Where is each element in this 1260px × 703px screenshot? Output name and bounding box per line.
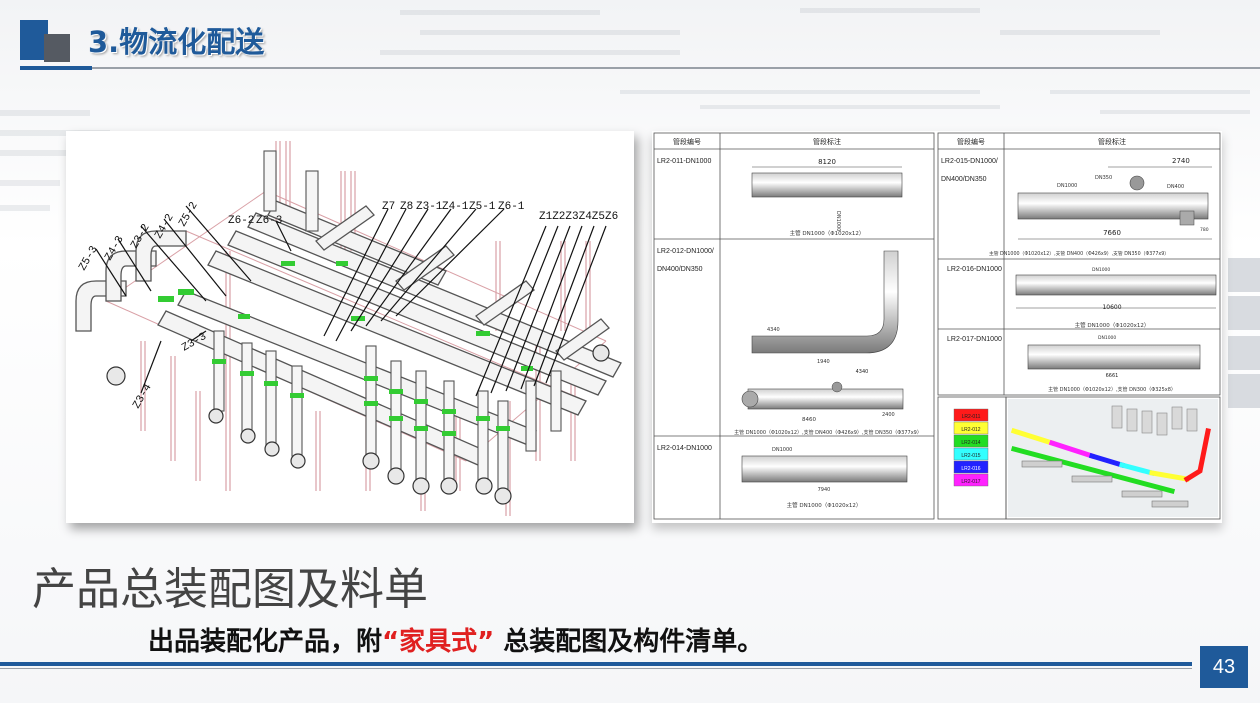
header-accent-block-grey	[44, 34, 70, 62]
subtitle-highlight: “家具式”	[382, 627, 495, 657]
row-code: LR2-012-DN1000/	[657, 248, 714, 255]
pipe-segment-table: 管段编号 管段标注 管段编号 管段标注 LR2-011-DN1000 LR2-0…	[652, 131, 1222, 523]
label-z4-1: Z4-1	[442, 201, 469, 213]
row-code: LR2-015-DN1000/	[941, 158, 998, 165]
dim-label: 2740	[1172, 157, 1190, 165]
row-note: 主管 DN1000（Φ1020x12）	[787, 501, 862, 509]
dim-label: 2400	[882, 412, 895, 418]
dim-label: 7940	[818, 487, 831, 493]
subtitle: 出品装配化产品，附“家具式” 总装配图及构件清单。	[148, 622, 763, 662]
legend-label: LR2-015	[961, 453, 980, 459]
label-z6-2: Z6-2	[228, 215, 254, 227]
dim-label: 10600	[1102, 304, 1121, 311]
world-map-texture	[0, 8, 1250, 211]
page-title: 3.物流化配送	[88, 25, 265, 59]
row-code: DN400/DN350	[941, 176, 987, 183]
row-note: 主管 DN1000（Φ1020x12）	[1075, 321, 1150, 329]
header-rule	[92, 67, 1260, 69]
subtitle-part2: 总装配图及构件清单。	[494, 627, 764, 657]
table-header-code-2: 管段编号	[957, 137, 985, 146]
dim-label: 6661	[1106, 373, 1119, 379]
row-note: 主管 DN1000（Φ1020x12）,支管 DN300（Φ325x8）	[1048, 386, 1176, 393]
tag-label: DN1000	[1092, 267, 1110, 273]
figure-caption: 产品总装配图及料单	[32, 564, 428, 615]
footer-rule	[0, 668, 1192, 669]
row-code: LR2-016-DN1000	[947, 266, 1002, 273]
tag-label: DN1000	[1098, 335, 1116, 341]
side-label: DN1000	[835, 211, 841, 231]
side-tab	[1228, 374, 1260, 408]
legend-label: LR2-014	[961, 440, 980, 446]
page-number: 43	[1200, 646, 1248, 688]
color-legend: LR2-011 LR2-012 LR2-014 LR2-015 LR2-016 …	[953, 408, 989, 487]
table-header-mark-2: 管段标注	[1098, 137, 1126, 146]
legend-label: LR2-016	[961, 466, 980, 472]
label-z6-3: Z6-3	[256, 215, 282, 227]
label-z5-3: Z5-3	[77, 244, 101, 273]
dim-label: 780	[1200, 227, 1209, 233]
label-z6-1: Z6-1	[498, 201, 525, 213]
label-z5-2: Z5-2	[177, 200, 201, 229]
legend-label: LR2-011	[962, 414, 981, 420]
side-tab	[1228, 336, 1260, 370]
label-z5-1: Z5-1	[469, 201, 496, 213]
dim-label: 7660	[1103, 229, 1121, 237]
subtitle-part1: 出品装配化产品，附	[148, 627, 383, 657]
label-z1-z6: Z1Z2Z3Z4Z5Z6	[539, 211, 618, 223]
tag-label: DN400	[1167, 184, 1184, 190]
dim-label: 4340	[767, 327, 780, 333]
side-tab	[1228, 258, 1260, 292]
tag-label: DN1000	[1057, 183, 1077, 189]
row-note: 主管 DN1000（Φ1020x12）,支管 DN400（Φ426x9）,支管 …	[989, 250, 1169, 257]
row-note: 主管 DN1000（Φ1020x12）	[790, 229, 865, 237]
label-z3-4: Z3-4	[131, 382, 155, 411]
dim-label: 8120	[818, 158, 836, 166]
footer-rule-accent	[0, 662, 1192, 666]
tag-label: DN350	[1095, 175, 1112, 181]
row-code: LR2-011-DN1000	[657, 158, 711, 165]
label-z3-1: Z3-1	[416, 201, 443, 213]
dim-label: 4340	[856, 369, 869, 375]
table-header-code: 管段编号	[673, 137, 701, 146]
assembly-drawing: Z5-3 Z4-3 Z3-2 Z4-2 Z5-2 Z6-2 Z6-3 Z3-3 …	[66, 131, 634, 523]
side-label: DN1000	[772, 447, 792, 453]
dim-label: 1940	[817, 359, 830, 365]
label-z8: Z8	[400, 201, 413, 213]
assembly-drawing-svg: Z5-3 Z4-3 Z3-2 Z4-2 Z5-2 Z6-2 Z6-3 Z3-3 …	[75, 141, 622, 516]
label-z7: Z7	[382, 201, 395, 213]
legend-label: LR2-017	[961, 479, 980, 485]
header-accent-block	[20, 20, 48, 60]
table-header-mark: 管段标注	[813, 137, 841, 146]
assembly-render	[1008, 399, 1218, 517]
row-note: 主管 DN1000（Φ1020x12）,支管 DN400（Φ426x9）,支管 …	[734, 429, 922, 436]
side-tab	[1228, 296, 1260, 330]
header-rule-accent	[20, 66, 92, 70]
row-code: LR2-017-DN1000	[947, 336, 1002, 343]
row-code: LR2-014-DN1000	[657, 445, 712, 452]
pipe-segment-table-svg: 管段编号 管段标注 管段编号 管段标注 LR2-011-DN1000 LR2-0…	[653, 132, 1221, 520]
row-code: DN400/DN350	[657, 266, 703, 273]
dim-label: 8460	[802, 417, 816, 423]
legend-label: LR2-012	[961, 427, 980, 433]
